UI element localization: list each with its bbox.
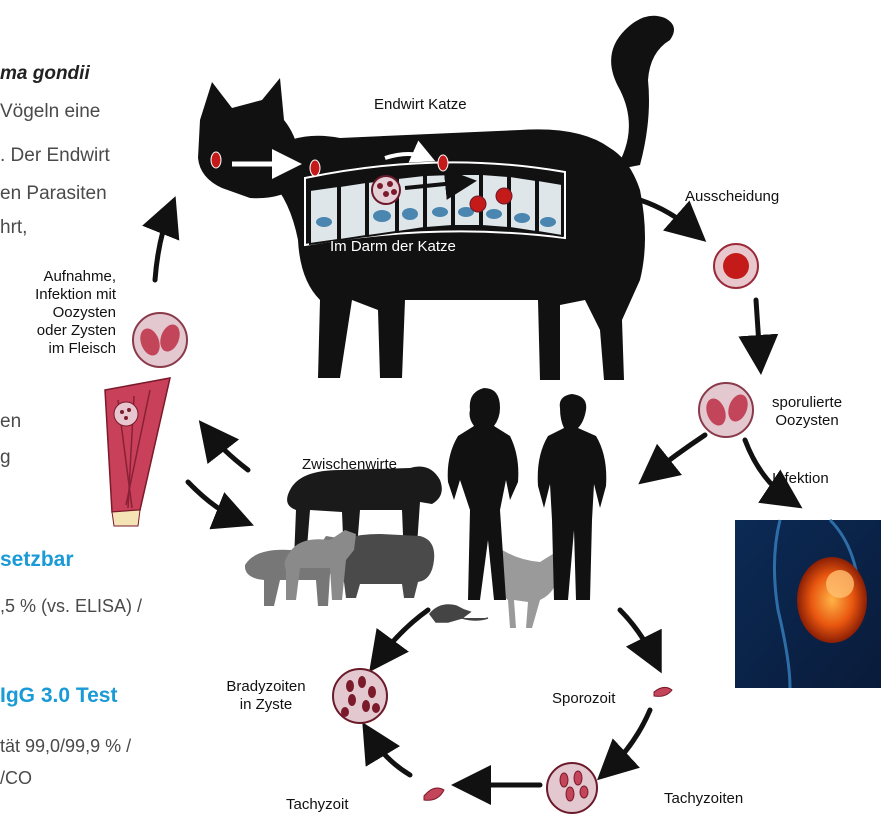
arrow-meat-to-hosts bbox=[188, 482, 240, 520]
label-intestine: Im Darm der Katze bbox=[330, 238, 456, 255]
arrow-to-hosts bbox=[650, 435, 705, 475]
intermediate-hosts-silhouettes bbox=[245, 388, 606, 628]
arrow-sporulation bbox=[756, 300, 760, 360]
arrow-to-sporozoite bbox=[620, 610, 655, 660]
tachyzoite-icon bbox=[424, 788, 444, 800]
bradyzoite-cyst-icon bbox=[333, 669, 387, 723]
label-bradyzoites: Bradyzoiten in Zyste bbox=[214, 678, 318, 714]
label-tachyzoite: Tachyzoit bbox=[286, 796, 349, 814]
arrow-hosts-to-cyst bbox=[208, 432, 248, 470]
sporozoite-icon bbox=[654, 687, 672, 696]
label-infection: Infektion bbox=[772, 470, 829, 488]
label-uptake: Aufnahme, Infektion mit Oozysten oder Zy… bbox=[8, 268, 116, 358]
muscle-tissue-icon bbox=[105, 378, 170, 526]
tachyzoites-cyst-icon bbox=[547, 763, 597, 813]
sporulated-oocyst-icon bbox=[699, 383, 753, 437]
arrow-sporozoite-to-tachyzoites bbox=[608, 710, 650, 770]
arrow-hosts-to-bradyzoite bbox=[378, 610, 428, 660]
label-intermediate-hosts: Zwischenwirte bbox=[302, 456, 397, 474]
fetus-xray-image bbox=[735, 520, 881, 688]
label-excretion: Ausscheidung bbox=[685, 188, 779, 206]
intestine-illustration bbox=[305, 162, 565, 245]
arrow-tachyzoite-to-cyst bbox=[370, 735, 410, 775]
arrow-uptake bbox=[155, 210, 170, 280]
uptake-oocyst-icon bbox=[133, 313, 187, 367]
label-tachyzoites: Tachyzoiten bbox=[664, 790, 743, 808]
label-definitive-host: Endwirt Katze bbox=[374, 96, 467, 114]
oocyst-icon bbox=[714, 244, 758, 288]
label-sporozoite: Sporozoit bbox=[552, 690, 615, 708]
label-sporulated-oocysts: sporulierte Oozysten bbox=[772, 394, 842, 430]
